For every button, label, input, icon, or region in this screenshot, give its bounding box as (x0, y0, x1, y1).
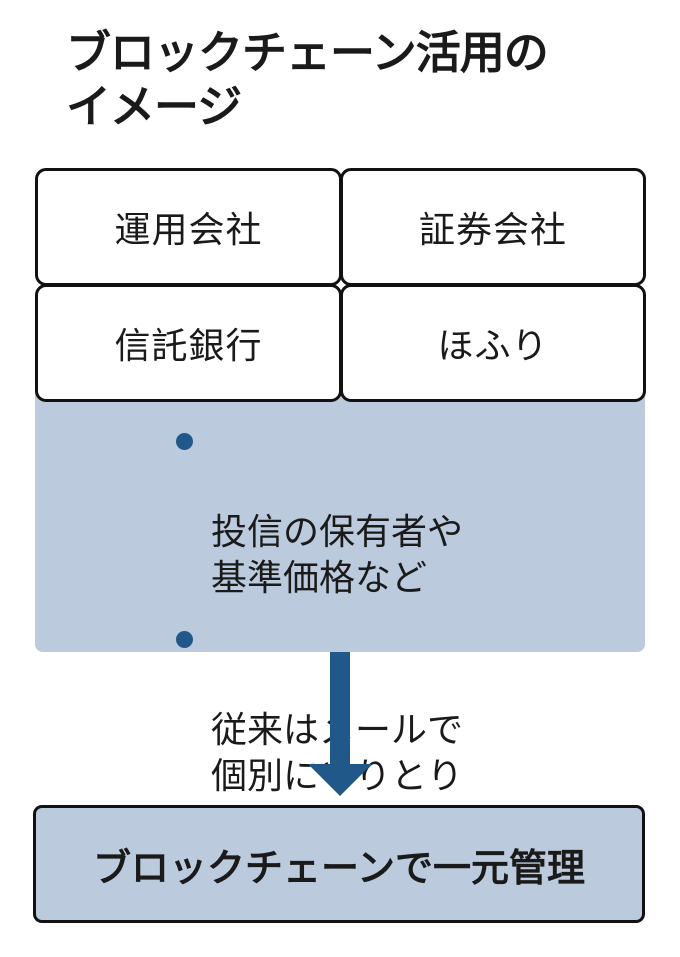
diagram-title: ブロックチェーン活用の イメージ (66, 26, 549, 133)
bullet-icon (176, 433, 193, 450)
bullet-icon (176, 631, 193, 648)
detail-item: 投信の保有者や 基準価格など (176, 418, 463, 602)
arrow-shaft (330, 652, 350, 766)
participant-box-jasdec: ほふり (340, 284, 646, 402)
participant-label: ほふり (437, 326, 549, 367)
result-box: ブロックチェーンで一元管理 (33, 805, 645, 923)
participant-box-trust-bank: 信託銀行 (35, 284, 342, 402)
arrow-head (308, 764, 372, 796)
detail-text: 投信の保有者や 基準価格など (211, 512, 464, 599)
participant-label: 証券会社 (418, 210, 567, 251)
result-label: ブロックチェーンで一元管理 (92, 845, 586, 890)
participant-label: 信託銀行 (114, 326, 263, 367)
info-panel (35, 385, 645, 652)
participant-label: 運用会社 (114, 210, 263, 251)
